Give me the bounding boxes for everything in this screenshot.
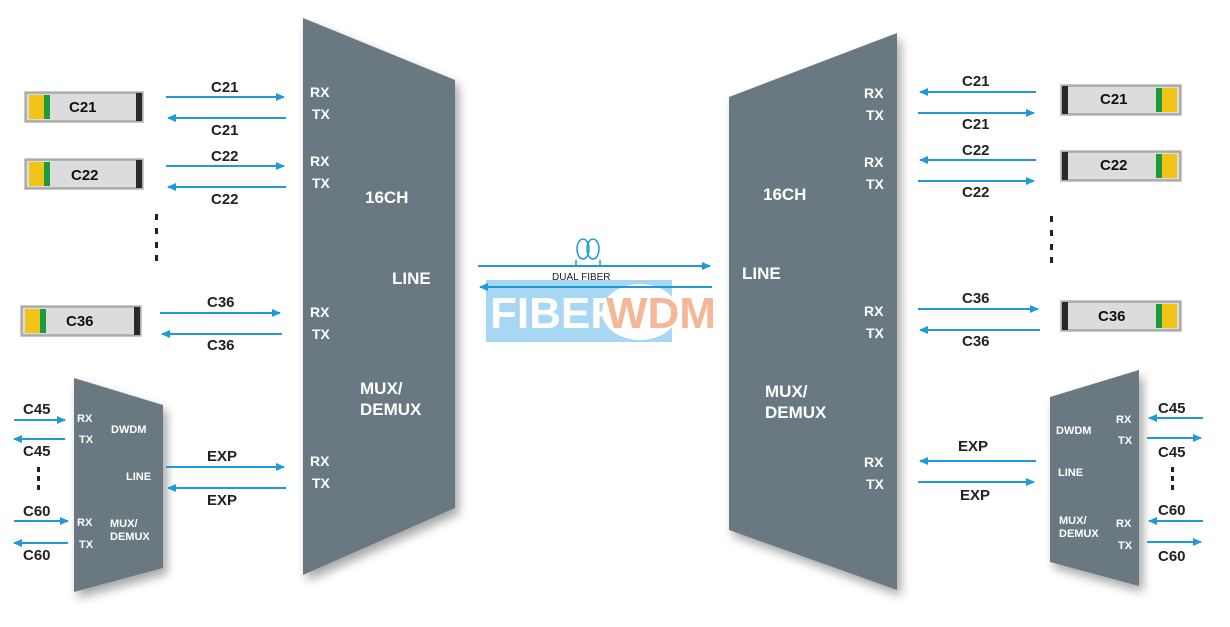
left-link-labels: C21 C21 C22 C22 C36 C36 EXP EXP C45 C45 … — [23, 79, 239, 564]
lbl-r-exp-in: EXP — [958, 438, 988, 455]
left-tx-exp: TX — [312, 475, 331, 491]
lbl-exp-rx: EXP — [207, 492, 237, 509]
lbl-r-c21-in: C21 — [962, 73, 990, 90]
lbl-r-exp-out: EXP — [960, 487, 990, 504]
right-rx-c36: RX — [864, 303, 884, 319]
left-small-mux: RX TX DWDM LINE RX TX MUX/ DEMUX — [74, 378, 163, 592]
lbl-r-c21-out: C21 — [962, 116, 990, 133]
rsm-dwdm: DWDM — [1056, 425, 1091, 437]
left-links — [13, 93, 286, 547]
right-mux-muxdemux-1: MUX/ — [765, 382, 808, 401]
left-rx-c21: RX — [310, 84, 330, 100]
right-tx-c21: TX — [866, 107, 885, 123]
lbl-r-c36-in: C36 — [962, 333, 990, 350]
lbl-c60-in: C60 — [23, 503, 51, 520]
lbl-c36-tx: C36 — [207, 294, 235, 311]
lbl-c21-tx: C21 — [211, 79, 239, 96]
right-mux-line: LINE — [742, 264, 781, 283]
module-right-c22: C22 — [1060, 150, 1182, 182]
rsm-muxdemux-1: MUX/ — [1059, 515, 1087, 527]
left-mux-muxdemux-2: DEMUX — [360, 400, 422, 419]
fiber-coil-icon — [575, 238, 601, 266]
right-tx-c36: TX — [866, 325, 885, 341]
left-tx-c21: TX — [312, 106, 331, 122]
left-tx-c22: TX — [312, 175, 331, 191]
lsm-dwdm: DWDM — [111, 424, 146, 436]
watermark-fiber: FIBER — [490, 289, 622, 338]
right-tx-c22: TX — [866, 176, 885, 192]
left-mux-demux: 16CH LINE MUX/ DEMUX RX TX RX TX RX TX R… — [303, 18, 455, 575]
module-yellow-block — [29, 95, 44, 119]
left-rx-c36: RX — [310, 304, 330, 320]
module-right-c36: C36 — [1060, 300, 1182, 332]
right-mux-muxdemux-2: DEMUX — [765, 403, 827, 422]
module-label: C22 — [71, 167, 99, 184]
module-label: C36 — [1098, 308, 1126, 325]
rsm-tx-c45: TX — [1118, 435, 1133, 447]
lbl-r-c22-in: C22 — [962, 142, 990, 159]
module-label: C36 — [66, 313, 94, 330]
right-rx-exp: RX — [864, 454, 884, 470]
left-rx-exp: RX — [310, 453, 330, 469]
lbl-c22-tx: C22 — [211, 148, 239, 165]
ellipsis-dots — [37, 214, 1174, 490]
watermark-wdm: WDM — [606, 289, 716, 338]
right-rx-c21: RX — [864, 85, 884, 101]
lsm-line: LINE — [126, 471, 151, 483]
lbl-r-c45-in: C45 — [1158, 400, 1186, 417]
left-mux-16ch: 16CH — [365, 188, 408, 207]
left-rx-c22: RX — [310, 153, 330, 169]
right-links — [918, 88, 1203, 546]
right-tx-exp: TX — [866, 476, 885, 492]
lbl-c45-in: C45 — [23, 401, 51, 418]
module-left-c22: C22 — [24, 158, 144, 190]
left-mux-muxdemux-1: MUX/ — [360, 379, 403, 398]
lbl-r-c36-out: C36 — [962, 290, 990, 307]
rsm-line: LINE — [1058, 467, 1083, 479]
module-label: C21 — [69, 99, 97, 116]
lsm-rx-c60: RX — [77, 517, 93, 529]
lbl-r-c22-out: C22 — [962, 184, 990, 201]
lbl-exp-tx: EXP — [207, 448, 237, 465]
right-mux-16ch: 16CH — [763, 185, 806, 204]
lbl-r-c60-out: C60 — [1158, 548, 1186, 565]
module-label: C22 — [1100, 157, 1128, 174]
lsm-rx-c45: RX — [77, 413, 93, 425]
left-tx-c36: TX — [312, 326, 331, 342]
rsm-rx-c60: RX — [1116, 518, 1132, 530]
lbl-c60-out: C60 — [23, 547, 51, 564]
lsm-tx-c60: TX — [79, 539, 94, 551]
lbl-r-c60-in: C60 — [1158, 502, 1186, 519]
right-rx-c22: RX — [864, 154, 884, 170]
lbl-r-c45-out: C45 — [1158, 444, 1186, 461]
watermark: FIBER WDM — [486, 280, 716, 342]
rsm-muxdemux-2: DEMUX — [1059, 528, 1099, 540]
lsm-muxdemux-2: DEMUX — [110, 531, 150, 543]
module-label: C21 — [1100, 91, 1128, 108]
rsm-rx-c45: RX — [1116, 414, 1132, 426]
left-mux-line: LINE — [392, 269, 431, 288]
rsm-tx-c60: TX — [1118, 540, 1133, 552]
right-small-mux: RX TX DWDM LINE RX TX MUX/ DEMUX — [1050, 370, 1139, 586]
module-right-c21: C21 — [1060, 84, 1182, 116]
lbl-c21-rx: C21 — [211, 122, 239, 139]
lsm-muxdemux-1: MUX/ — [110, 518, 138, 530]
dual-fiber-link: DUAL FIBER — [478, 238, 712, 291]
dual-fiber-label: DUAL FIBER — [552, 272, 611, 283]
lbl-c45-out: C45 — [23, 443, 51, 460]
module-left-c36: C36 — [20, 305, 142, 337]
lsm-tx-c45: TX — [79, 434, 94, 446]
right-mux-demux: 16CH LINE MUX/ DEMUX RX TX RX TX RX TX R… — [729, 33, 897, 590]
lbl-c22-rx: C22 — [211, 191, 239, 208]
right-link-labels: C21 C21 C22 C22 C36 C36 EXP EXP C45 C45 … — [958, 73, 1186, 565]
module-left-c21: C21 — [24, 91, 144, 123]
lbl-c36-rx: C36 — [207, 337, 235, 354]
module-green-led — [44, 95, 50, 119]
